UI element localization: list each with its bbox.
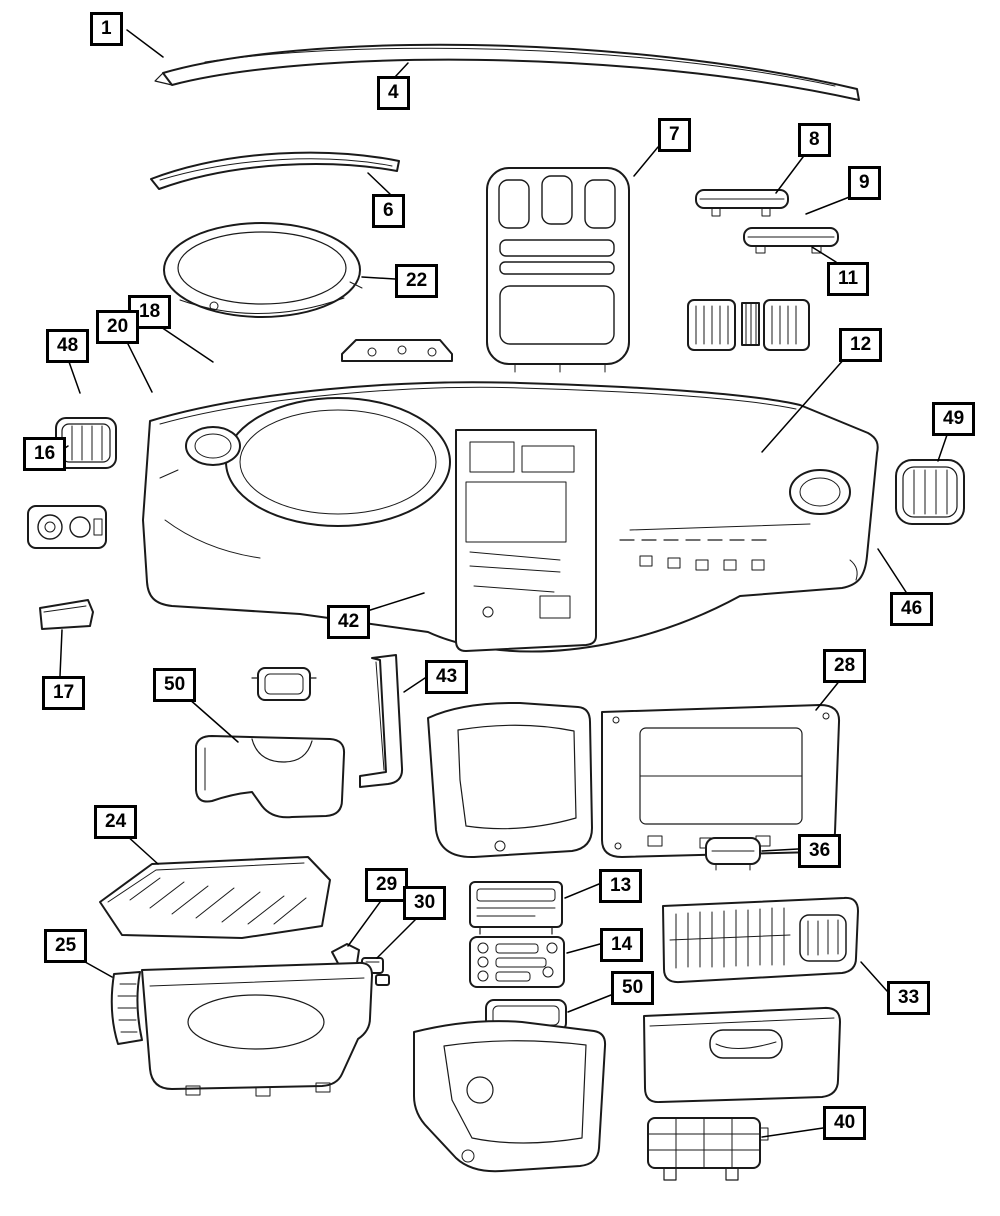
part-small-cover — [251, 667, 317, 701]
callout-50-upper: 50 — [153, 668, 197, 702]
callout-36: 36 — [798, 834, 842, 868]
callout-7: 7 — [658, 118, 691, 152]
part-lower-center-trim — [413, 1020, 607, 1173]
part-small-tray — [39, 599, 94, 630]
callout-4: 4 — [377, 76, 410, 110]
callout-42: 42 — [327, 605, 371, 639]
part-bracket-40 — [647, 1117, 769, 1181]
callout-leader-lines — [58, 29, 949, 1138]
part-knee-bolster — [195, 735, 346, 819]
part-center-bezel — [486, 167, 630, 373]
callout-40: 40 — [823, 1106, 867, 1140]
callout-43: 43 — [425, 660, 469, 694]
callout-12: 12 — [839, 328, 883, 362]
callout-33: 33 — [887, 981, 931, 1015]
callout-48: 48 — [46, 329, 90, 363]
part-module-13 — [469, 881, 563, 935]
callout-24: 24 — [94, 805, 138, 839]
callout-30: 30 — [403, 886, 447, 920]
part-silencer-panel — [99, 856, 331, 939]
callout-50-lower: 50 — [611, 971, 655, 1005]
part-instrument-cluster — [163, 222, 363, 318]
callout-17: 17 — [42, 676, 86, 710]
callout-13: 13 — [599, 869, 643, 903]
part-defroster-strip — [150, 151, 400, 190]
callout-11: 11 — [827, 262, 870, 296]
part-switch-panel — [27, 505, 107, 549]
callout-8: 8 — [798, 123, 831, 157]
part-switch-pod — [469, 936, 565, 988]
callout-14: 14 — [600, 928, 644, 962]
callout-9: 9 — [848, 166, 881, 200]
callout-29: 29 — [365, 868, 409, 902]
part-passenger-vent-panel — [662, 896, 859, 984]
callout-46: 46 — [890, 592, 934, 626]
part-center-vents — [687, 299, 810, 351]
part-latch — [705, 837, 761, 871]
part-right-vent — [895, 459, 965, 525]
part-lower-left-panel — [110, 961, 373, 1097]
part-main-instrument-panel — [142, 381, 879, 653]
callout-22: 22 — [395, 264, 439, 298]
callout-1: 1 — [90, 12, 123, 46]
part-windshield-trim — [154, 43, 860, 101]
callout-49: 49 — [932, 402, 976, 436]
part-lower-column-cover — [427, 701, 593, 859]
callout-20: 20 — [96, 310, 140, 344]
callout-28: 28 — [823, 649, 867, 683]
callout-16: 16 — [23, 437, 67, 471]
part-module-8 — [695, 189, 789, 217]
part-top-bracket — [341, 339, 453, 362]
part-module-11 — [743, 227, 839, 254]
part-glove-box — [643, 1006, 841, 1104]
part-side-bracket — [359, 654, 404, 788]
callout-6: 6 — [372, 194, 405, 228]
callout-25: 25 — [44, 929, 88, 963]
